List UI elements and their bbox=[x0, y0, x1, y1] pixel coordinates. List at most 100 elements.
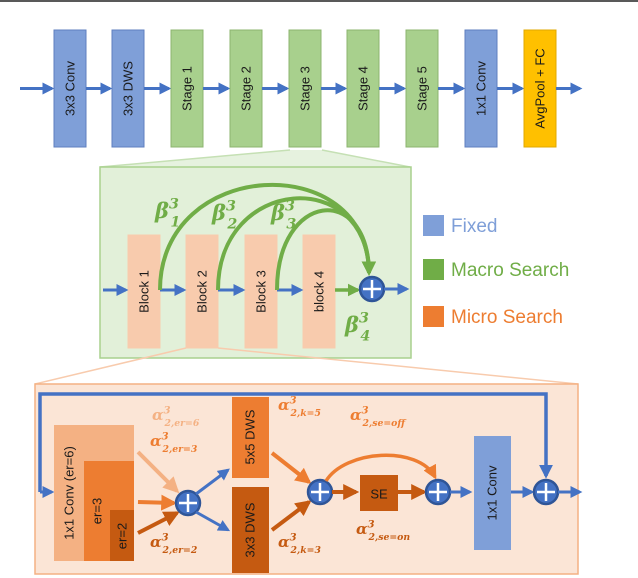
pipeline-box-0 bbox=[53, 29, 87, 148]
alpha-se-on-sup: 3 bbox=[368, 518, 375, 530]
beta-3-sym: β bbox=[270, 200, 285, 225]
legend-swatch-0 bbox=[423, 215, 444, 236]
dws5-box bbox=[232, 397, 269, 478]
legend-label-1: Macro Search bbox=[451, 260, 569, 281]
beta-2-sub: 2 bbox=[226, 216, 237, 232]
stage-block-1 bbox=[127, 234, 161, 349]
alpha-er3-sym: α bbox=[150, 432, 162, 450]
pipeline-label-7: 1x1 Conv bbox=[474, 61, 489, 116]
beta-1-sub: 1 bbox=[170, 214, 180, 230]
stage-block-label-2: Block 2 bbox=[195, 270, 210, 313]
alpha-se-off-sup: 3 bbox=[362, 404, 369, 416]
pipeline: 3x3 Conv 3x3 DWS Stage 1 Stage 2 Stage 3 Stag… bbox=[20, 29, 583, 148]
alpha-se-off-sym: α bbox=[350, 406, 362, 424]
alpha-k5-sub: 2,k=5 bbox=[290, 408, 321, 419]
arrow-to-dws5 bbox=[195, 468, 230, 496]
proj-conv-label: 1x1 Conv bbox=[485, 465, 500, 520]
skip-connection bbox=[38, 392, 553, 492]
zoom-connector-stage bbox=[99, 149, 411, 168]
beta-4-sup: 3 bbox=[359, 311, 369, 327]
stage-block-2 bbox=[185, 234, 219, 349]
beta-1-sym: β bbox=[154, 198, 169, 223]
alpha-se-on: α3 2,se=on bbox=[356, 518, 410, 543]
pipeline-box-2 bbox=[170, 29, 204, 148]
pipeline-label-8: AvgPool + FC bbox=[533, 48, 548, 128]
pipeline-box-6 bbox=[405, 29, 439, 148]
dws3-box bbox=[232, 487, 269, 573]
alpha-k3-sup: 3 bbox=[290, 531, 297, 543]
pipeline-box-4 bbox=[288, 29, 322, 148]
pipeline-box-7 bbox=[464, 29, 498, 148]
stage-block-label-1: Block 1 bbox=[137, 270, 152, 313]
sum-expand bbox=[174, 489, 202, 517]
legend-label-2: Micro Search bbox=[451, 307, 563, 328]
alpha-se-on-sym: α bbox=[356, 520, 368, 538]
pipeline-label-5: Stage 4 bbox=[356, 66, 371, 111]
legend-label-0: Fixed bbox=[451, 216, 497, 237]
pipeline-label-3: Stage 2 bbox=[239, 66, 254, 111]
expand-conv-label: 1x1 Conv (er=6) bbox=[62, 446, 77, 540]
legend-swatch-2 bbox=[423, 306, 444, 327]
se-box bbox=[360, 475, 398, 511]
pipeline-box-1 bbox=[111, 29, 145, 148]
stage-block-3 bbox=[244, 234, 278, 349]
proj-conv-box bbox=[474, 436, 511, 550]
pipeline-box-5 bbox=[346, 29, 380, 148]
stage-block-label-4: block 4 bbox=[312, 271, 327, 312]
beta-4-sub: 4 bbox=[360, 328, 370, 344]
alpha-er3-sup: 3 bbox=[162, 430, 169, 442]
alpha-er2-sup: 3 bbox=[162, 531, 169, 543]
alpha-er2: α3 2,er=2 bbox=[150, 531, 198, 556]
pipeline-label-1: 3x3 DWS bbox=[121, 61, 136, 116]
er2-box bbox=[110, 510, 134, 561]
er3-label: er=3 bbox=[90, 498, 105, 524]
alpha-se-off-sub: 2,se=off bbox=[362, 418, 408, 429]
alpha-er2-sub: 2,er=2 bbox=[162, 545, 198, 556]
alpha-er3-sub: 2,er=3 bbox=[162, 444, 198, 455]
arrow-er3 bbox=[137, 494, 178, 511]
pipeline-label-4: Stage 3 bbox=[298, 66, 313, 111]
alpha-er3: α3 2,er=3 bbox=[150, 430, 198, 455]
zoom-connector-block bbox=[34, 347, 579, 385]
arrow-er2 bbox=[137, 511, 180, 535]
pipeline-box-8 bbox=[523, 29, 557, 148]
dws5-label: 5x5 DWS bbox=[243, 409, 258, 464]
legend-swatch-1 bbox=[423, 259, 444, 280]
se-label: SE bbox=[370, 487, 388, 502]
alpha-se-on-sub: 2,se=on bbox=[368, 532, 411, 543]
er2-label: er=2 bbox=[115, 523, 130, 549]
dws3-label: 3x3 DWS bbox=[243, 502, 258, 557]
alpha-er2-sym: α bbox=[150, 533, 162, 551]
alpha-er6-sym: α bbox=[152, 406, 164, 424]
alpha-er6-sup: 3 bbox=[164, 404, 171, 416]
pipeline-label-2: Stage 1 bbox=[180, 66, 195, 111]
beta-2-sym: β bbox=[211, 200, 226, 225]
beta-3-sub: 3 bbox=[286, 216, 296, 232]
block-panel: 1x1 Conv (er=6) er=3 er=2 5x5 DWS 3x3 DWS SE 1… bbox=[34, 383, 583, 575]
arrow-k3 bbox=[270, 500, 312, 532]
alpha-se-off: α3 2,se=off bbox=[350, 404, 407, 429]
stage-block-label-3: Block 3 bbox=[254, 270, 269, 313]
arrow-to-dws3 bbox=[195, 510, 231, 532]
sum-kernel bbox=[306, 478, 334, 506]
beta-4-sym: β bbox=[344, 312, 359, 337]
stage-sum-node bbox=[358, 275, 386, 303]
beta-3-sup: 3 bbox=[285, 199, 295, 215]
macro-arc-3 bbox=[275, 208, 377, 291]
arrow-se-off bbox=[324, 453, 437, 482]
pipeline-label-6: Stage 5 bbox=[415, 66, 430, 111]
alpha-k5-sym: α bbox=[278, 396, 290, 414]
alpha-k3-sub: 2,k=3 bbox=[290, 545, 322, 556]
sum-residual bbox=[532, 478, 560, 506]
pipeline-label-0: 3x3 Conv bbox=[63, 61, 78, 116]
stage-block-4 bbox=[302, 234, 336, 349]
